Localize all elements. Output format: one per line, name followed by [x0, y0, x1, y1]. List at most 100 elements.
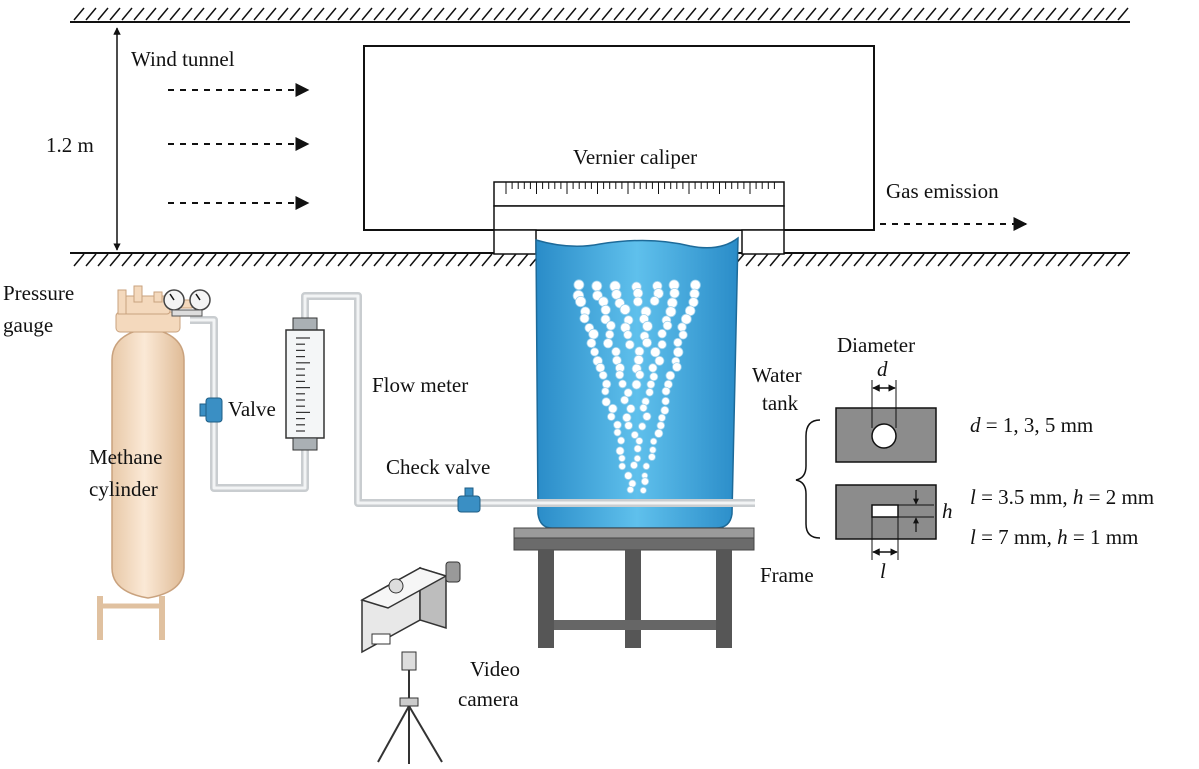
gas-bubble	[611, 347, 621, 357]
wall-hatch	[1105, 7, 1117, 21]
wall-hatch	[181, 7, 193, 21]
wall-hatch	[1117, 253, 1129, 267]
height-label: 1.2 m	[46, 133, 94, 157]
wall-hatch	[817, 7, 829, 21]
gas-bubble	[673, 337, 683, 348]
spec-slot-1: l = 3.5 mm, h = 2 mm	[970, 485, 1154, 509]
gas-bubble	[618, 379, 627, 389]
gas-bubble	[624, 471, 633, 480]
wall-hatch	[409, 7, 421, 21]
gas-bubble	[595, 362, 606, 373]
spec-slot-2-h-var: h	[1057, 525, 1068, 549]
wall-hatch	[133, 7, 145, 21]
wall-hatch	[397, 253, 409, 267]
wall-hatch	[457, 7, 469, 21]
wall-hatch	[781, 253, 793, 267]
wall-hatch	[673, 7, 685, 21]
wall-hatch	[1117, 7, 1129, 21]
wall-hatch	[121, 253, 133, 267]
wall-hatch	[325, 253, 337, 267]
wall-hatch	[433, 253, 445, 267]
pressure-gauge-label-line2: gauge	[3, 313, 53, 337]
wall-hatch	[241, 7, 253, 21]
gas-bubble	[648, 453, 656, 461]
spec-slot-1-l-text: = 3.5 mm,	[976, 485, 1073, 509]
gas-bubble	[665, 370, 676, 381]
plate-brace	[795, 419, 821, 539]
gas-bubble	[619, 304, 631, 315]
wall-hatch	[865, 253, 877, 267]
wall-hatch	[313, 7, 325, 21]
gas-bubble	[620, 395, 629, 405]
wall-hatch	[973, 253, 985, 267]
vernier-caliper-label: Vernier caliper	[573, 145, 697, 169]
gas-bubble	[672, 362, 682, 372]
gas-bubble	[615, 370, 625, 380]
gas-bubble	[673, 346, 684, 358]
wall-hatch	[853, 253, 865, 267]
video-camera-label-line1: Video	[470, 657, 520, 681]
wall-hatch	[985, 7, 997, 21]
gas-bubble	[613, 420, 622, 430]
gas-bubble	[605, 329, 615, 340]
wall-hatch	[1021, 253, 1033, 267]
gas-bubble	[656, 421, 665, 430]
methane-cylinder-label-line1: Methane	[89, 445, 162, 469]
gas-bubble	[660, 405, 670, 415]
wall-hatch	[313, 253, 325, 267]
wall-hatch	[805, 7, 817, 21]
gas-bubble	[690, 279, 701, 291]
wall-hatch	[517, 253, 529, 267]
wall-hatch	[157, 253, 169, 267]
wall-hatch	[349, 7, 361, 21]
spec-slot-2-h-text: = 1 mm	[1068, 525, 1139, 549]
gas-bubble	[649, 372, 659, 382]
gas-bubble	[630, 461, 639, 470]
gas-bubble	[654, 355, 665, 366]
wall-hatch	[265, 253, 277, 267]
wall-hatch	[169, 253, 181, 267]
wall-hatch	[793, 253, 805, 267]
wall-hatch	[757, 7, 769, 21]
wall-hatch	[373, 7, 385, 21]
wall-hatch	[421, 253, 433, 267]
flow-meter-label: Flow meter	[372, 373, 468, 397]
wall-hatch	[193, 7, 205, 21]
wall-hatch	[97, 7, 109, 21]
wall-hatch	[865, 7, 877, 21]
gas-bubble	[579, 313, 590, 324]
gas-bubble	[640, 477, 650, 486]
water-tank	[535, 236, 739, 529]
wall-hatch	[193, 253, 205, 267]
wall-hatch	[577, 7, 589, 21]
wall-hatch	[85, 253, 97, 267]
spec-slot-1-h-text: = 2 mm	[1083, 485, 1154, 509]
wall-hatch	[997, 7, 1009, 21]
wall-hatch	[241, 253, 253, 267]
wall-hatch	[505, 253, 517, 267]
gas-bubble	[632, 288, 644, 299]
wall-hatch	[133, 253, 145, 267]
wall-hatch	[829, 7, 841, 21]
gas-bubble	[662, 320, 673, 331]
wall-hatch	[1093, 7, 1105, 21]
wall-hatch	[121, 7, 133, 21]
gas-bubble	[624, 339, 635, 350]
gas-bubble	[607, 412, 616, 421]
wall-hatch	[253, 7, 265, 21]
spec-slot-1-h-var: h	[1073, 485, 1084, 509]
wall-hatch	[289, 253, 301, 267]
gas-bubble	[688, 297, 699, 308]
wall-hatch	[1009, 253, 1021, 267]
spec-diameter: d = 1, 3, 5 mm	[970, 413, 1093, 437]
wall-hatch	[421, 7, 433, 21]
wall-hatch	[841, 7, 853, 21]
wall-hatch	[925, 253, 937, 267]
wall-hatch	[661, 7, 673, 21]
wall-hatch	[889, 7, 901, 21]
wall-hatch	[265, 7, 277, 21]
wall-hatch	[913, 7, 925, 21]
wall-hatch	[325, 7, 337, 21]
gas-bubble	[623, 388, 633, 398]
wall-hatch	[565, 7, 577, 21]
